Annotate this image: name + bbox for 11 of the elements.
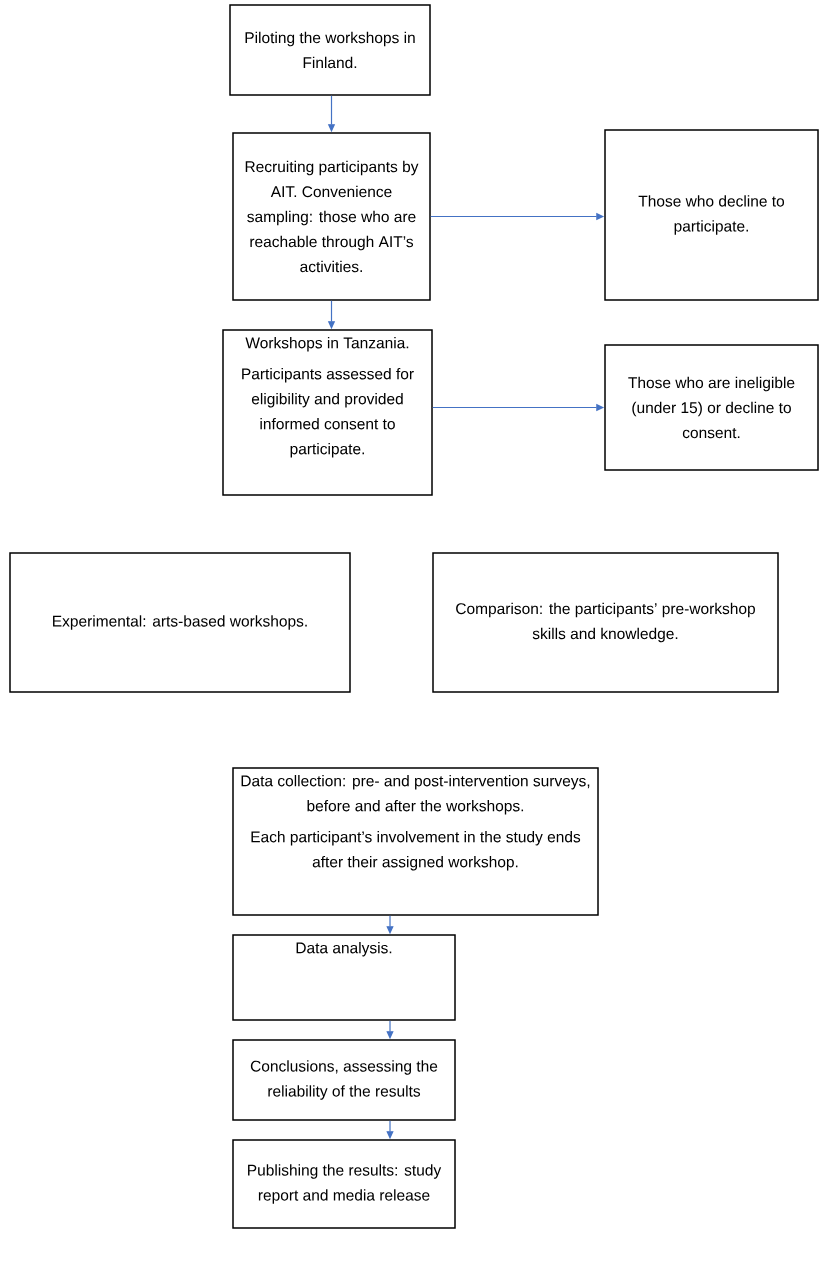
- process-box: Data analysis.: [232, 934, 456, 1021]
- process-box: Conclusions, assessing the reliability of the results: [232, 1039, 456, 1121]
- process-box: Those who decline to participate.: [604, 129, 819, 301]
- process-box: Piloting the workshops in Finland.: [229, 4, 431, 96]
- process-box: Recruiting participants by AIT. Convenience sampling: those who are reachable through AIT’s activities.: [232, 132, 431, 301]
- process-box: Those who are ineligible (under 15) or decline to consent.: [604, 344, 819, 471]
- process-box: Data collection: pre- and post-intervention surveys, before and after the workshops. Each participant’s involvement in the study ends after their assigned workshop.: [232, 767, 599, 916]
- process-box: Publishing the results: study report and media release: [232, 1139, 456, 1229]
- process-box: Comparison: the participants’ pre-workshop skills and knowledge.: [432, 552, 779, 693]
- process-box: Workshops in Tanzania. Participants assessed for eligibility and provided informed consent to participate.: [222, 329, 433, 496]
- process-box: Experimental: arts-based workshops.: [9, 552, 351, 693]
